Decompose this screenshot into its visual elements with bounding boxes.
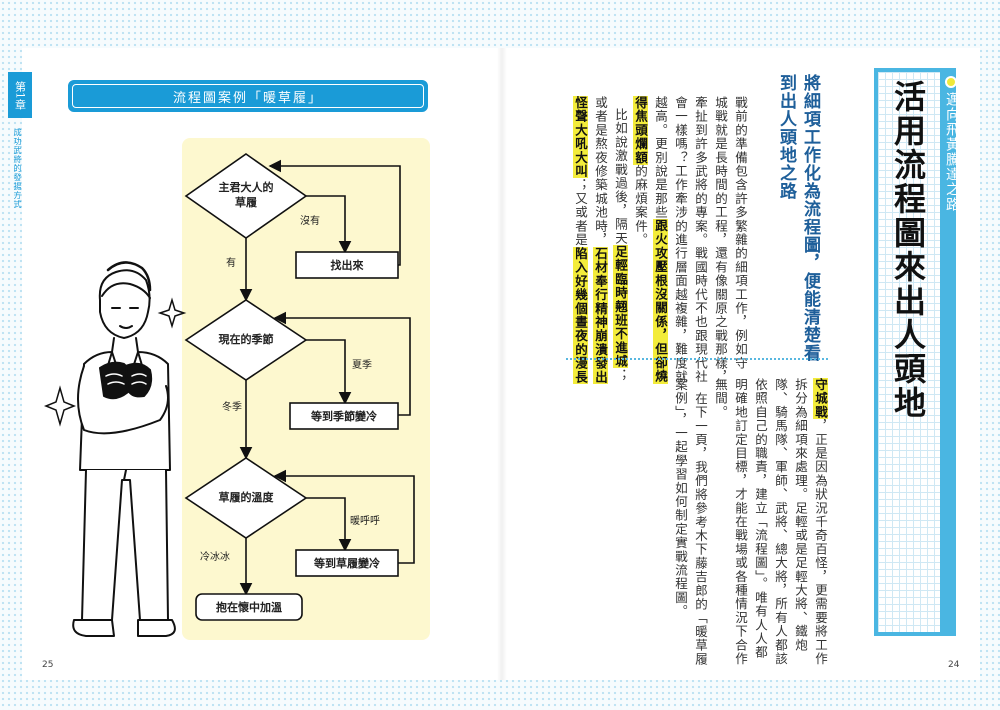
book-gutter bbox=[497, 48, 507, 680]
flowchart-end-warm: 抱在懷中加溫 bbox=[216, 601, 282, 614]
upper-text-col-9: 怪聲大吼大叫；又或者是陷入好幾個晝夜的漫長 bbox=[573, 96, 588, 384]
upper-text-col-2: 城戰就是長時間的工程，還有像關原之戰那樣， bbox=[713, 96, 728, 384]
lower-text-col-5: 明確地訂定目標，才能在戰場或各種情況下合作 bbox=[733, 378, 748, 666]
section-divider bbox=[566, 358, 828, 360]
page-number-left: 25 bbox=[42, 660, 54, 670]
upper-text-col-5: 越高。更別說是那些跟火攻壓根沒關係，但卻燒 bbox=[653, 96, 668, 384]
series-label: 邁向飛黃騰達之路 bbox=[944, 92, 960, 212]
page-number-right: 24 bbox=[948, 660, 960, 670]
edge-label-summer: 夏季 bbox=[352, 360, 372, 371]
flowchart-decision-season: 現在的季節 bbox=[218, 333, 274, 346]
chapter-tab: 第1章 bbox=[8, 72, 32, 118]
lower-text-col-8: 案例」，一起學習如何制定實戰流程圖。 bbox=[673, 378, 688, 619]
lower-text-col-2: 拆分為細項來處理。足輕或是足輕大將、鐵炮 bbox=[793, 378, 808, 652]
edge-label-yes: 有 bbox=[226, 258, 236, 269]
flowchart-title: 流程圖案例「暖草履」 bbox=[72, 84, 424, 108]
flowchart-process-wait-season: 等到季節變冷 bbox=[311, 410, 377, 423]
edge-label-warm: 暖呼呼 bbox=[350, 516, 380, 527]
upper-text-col-6: 得焦頭爛額的麻煩案件。 bbox=[633, 96, 648, 247]
lower-text-col-7: 在下一頁，我們將參考木下藤吉郎的「暖草履 bbox=[693, 392, 708, 666]
flowchart-decision-temperature: 草履的溫度 bbox=[218, 491, 274, 504]
upper-text-col-7: 比如說激戰過後，隔天足輕臨時翹班不進城； bbox=[613, 108, 628, 383]
series-dot-icon bbox=[945, 76, 957, 88]
upper-text-col-8: 或者是熬夜修築城池時，石材奉行精神崩潰發出 bbox=[593, 96, 608, 384]
subheading: 將細項工作化為流程圖，便能清楚看到出人頭地之路 bbox=[776, 74, 820, 362]
lower-text-col-4: 依照自己的職責，建立「流程圖」。唯有人人都 bbox=[753, 378, 768, 660]
lower-text-col-6: 無間。 bbox=[713, 378, 728, 420]
flowchart-decision-sandal: 主君大人的 草履 bbox=[218, 181, 274, 209]
flowchart-title-bar: 流程圖案例「暖草履」 bbox=[68, 80, 428, 112]
upper-text-col-1: 戰前的準備包含許多繁雜的細項工作，例如守 bbox=[733, 96, 748, 370]
edge-label-cold: 冷冰冰 bbox=[200, 552, 230, 563]
flowchart-process-wait-cold: 等到草履變冷 bbox=[314, 557, 380, 570]
edge-label-winter: 冬季 bbox=[222, 402, 242, 413]
page-title: 活用流程圖來出人頭地 bbox=[889, 80, 927, 420]
book-spread bbox=[22, 48, 980, 680]
flowchart-process-find: 找出來 bbox=[330, 259, 364, 272]
upper-text-col-4: 會一樣嗎？工作牽涉的進行層面越複雜，難度就 bbox=[673, 96, 688, 384]
lower-text-col-3: 隊、騎馬隊、軍師、武將、總大將，所有人都該 bbox=[773, 378, 788, 666]
edge-label-no: 沒有 bbox=[300, 216, 320, 227]
lower-text-col-1: 守城戰，正是因為狀況千奇百怪，更需要將工作 bbox=[813, 378, 828, 666]
chapter-subtitle: 成功武將的發揚方式 bbox=[13, 128, 22, 209]
upper-text-col-3: 牽扯到許多武將的專案。戰國時代不也跟現代社 bbox=[693, 96, 708, 384]
title-grid bbox=[878, 72, 940, 632]
